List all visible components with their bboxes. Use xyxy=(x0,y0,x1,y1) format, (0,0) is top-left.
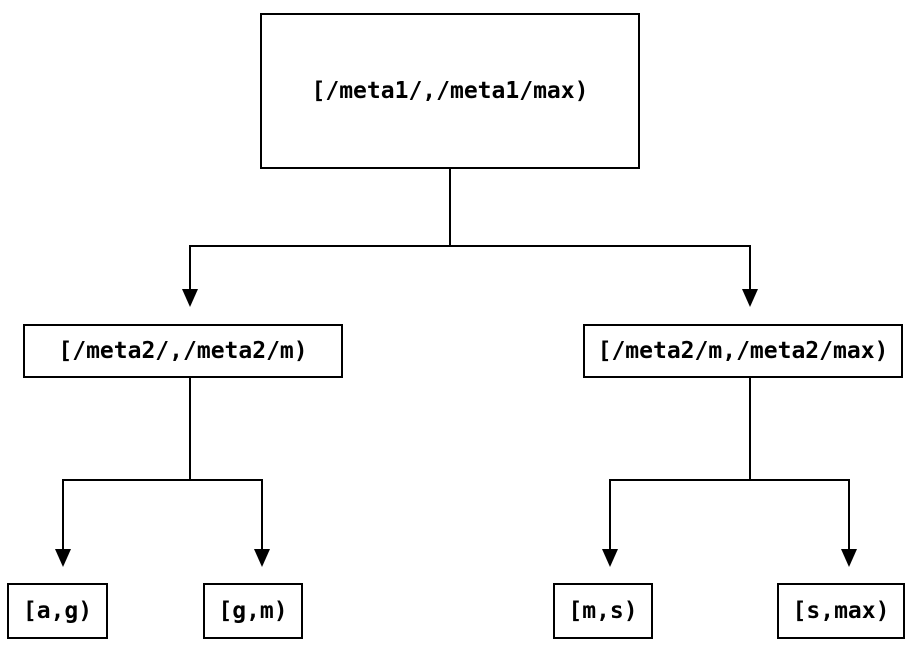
node-right-range: [/meta2/m,/meta2/max) xyxy=(583,324,903,378)
node-right-range-label: [/meta2/m,/meta2/max) xyxy=(597,338,889,364)
edge-root-stem xyxy=(449,169,451,247)
arrow-down-icon xyxy=(254,549,270,567)
edge-right-to-leaf-ms xyxy=(609,479,611,549)
leaf-node-ag-label: [a,g) xyxy=(22,598,93,624)
leaf-node-smax: [s,max) xyxy=(777,583,905,639)
leaf-node-ms: [m,s) xyxy=(553,583,653,639)
arrow-down-icon xyxy=(182,289,198,307)
arrow-down-icon xyxy=(742,289,758,307)
arrow-down-icon xyxy=(841,549,857,567)
edge-right-stem xyxy=(749,378,751,481)
leaf-node-ag: [a,g) xyxy=(7,583,108,639)
node-root-label: [/meta1/,/meta1/max) xyxy=(311,78,589,104)
leaf-node-smax-label: [s,max) xyxy=(792,598,890,624)
leaf-node-gm-label: [g,m) xyxy=(218,598,288,624)
edge-left-stem xyxy=(189,378,191,481)
edge-right-to-leaf-smax xyxy=(848,479,850,549)
edge-left-crossbar xyxy=(62,479,263,481)
arrow-down-icon xyxy=(602,549,618,567)
leaf-node-gm: [g,m) xyxy=(203,583,303,639)
node-root: [/meta1/,/meta1/max) xyxy=(260,13,640,169)
edge-root-crossbar xyxy=(189,245,751,247)
node-left-range-label: [/meta2/,/meta2/m) xyxy=(58,338,308,364)
edge-left-to-leaf-ag xyxy=(62,479,64,549)
arrow-down-icon xyxy=(55,549,71,567)
edge-root-to-right xyxy=(749,245,751,289)
edge-root-to-left xyxy=(189,245,191,289)
leaf-node-ms-label: [m,s) xyxy=(568,598,638,624)
node-left-range: [/meta2/,/meta2/m) xyxy=(23,324,343,378)
edge-right-crossbar xyxy=(609,479,850,481)
edge-left-to-leaf-gm xyxy=(261,479,263,549)
